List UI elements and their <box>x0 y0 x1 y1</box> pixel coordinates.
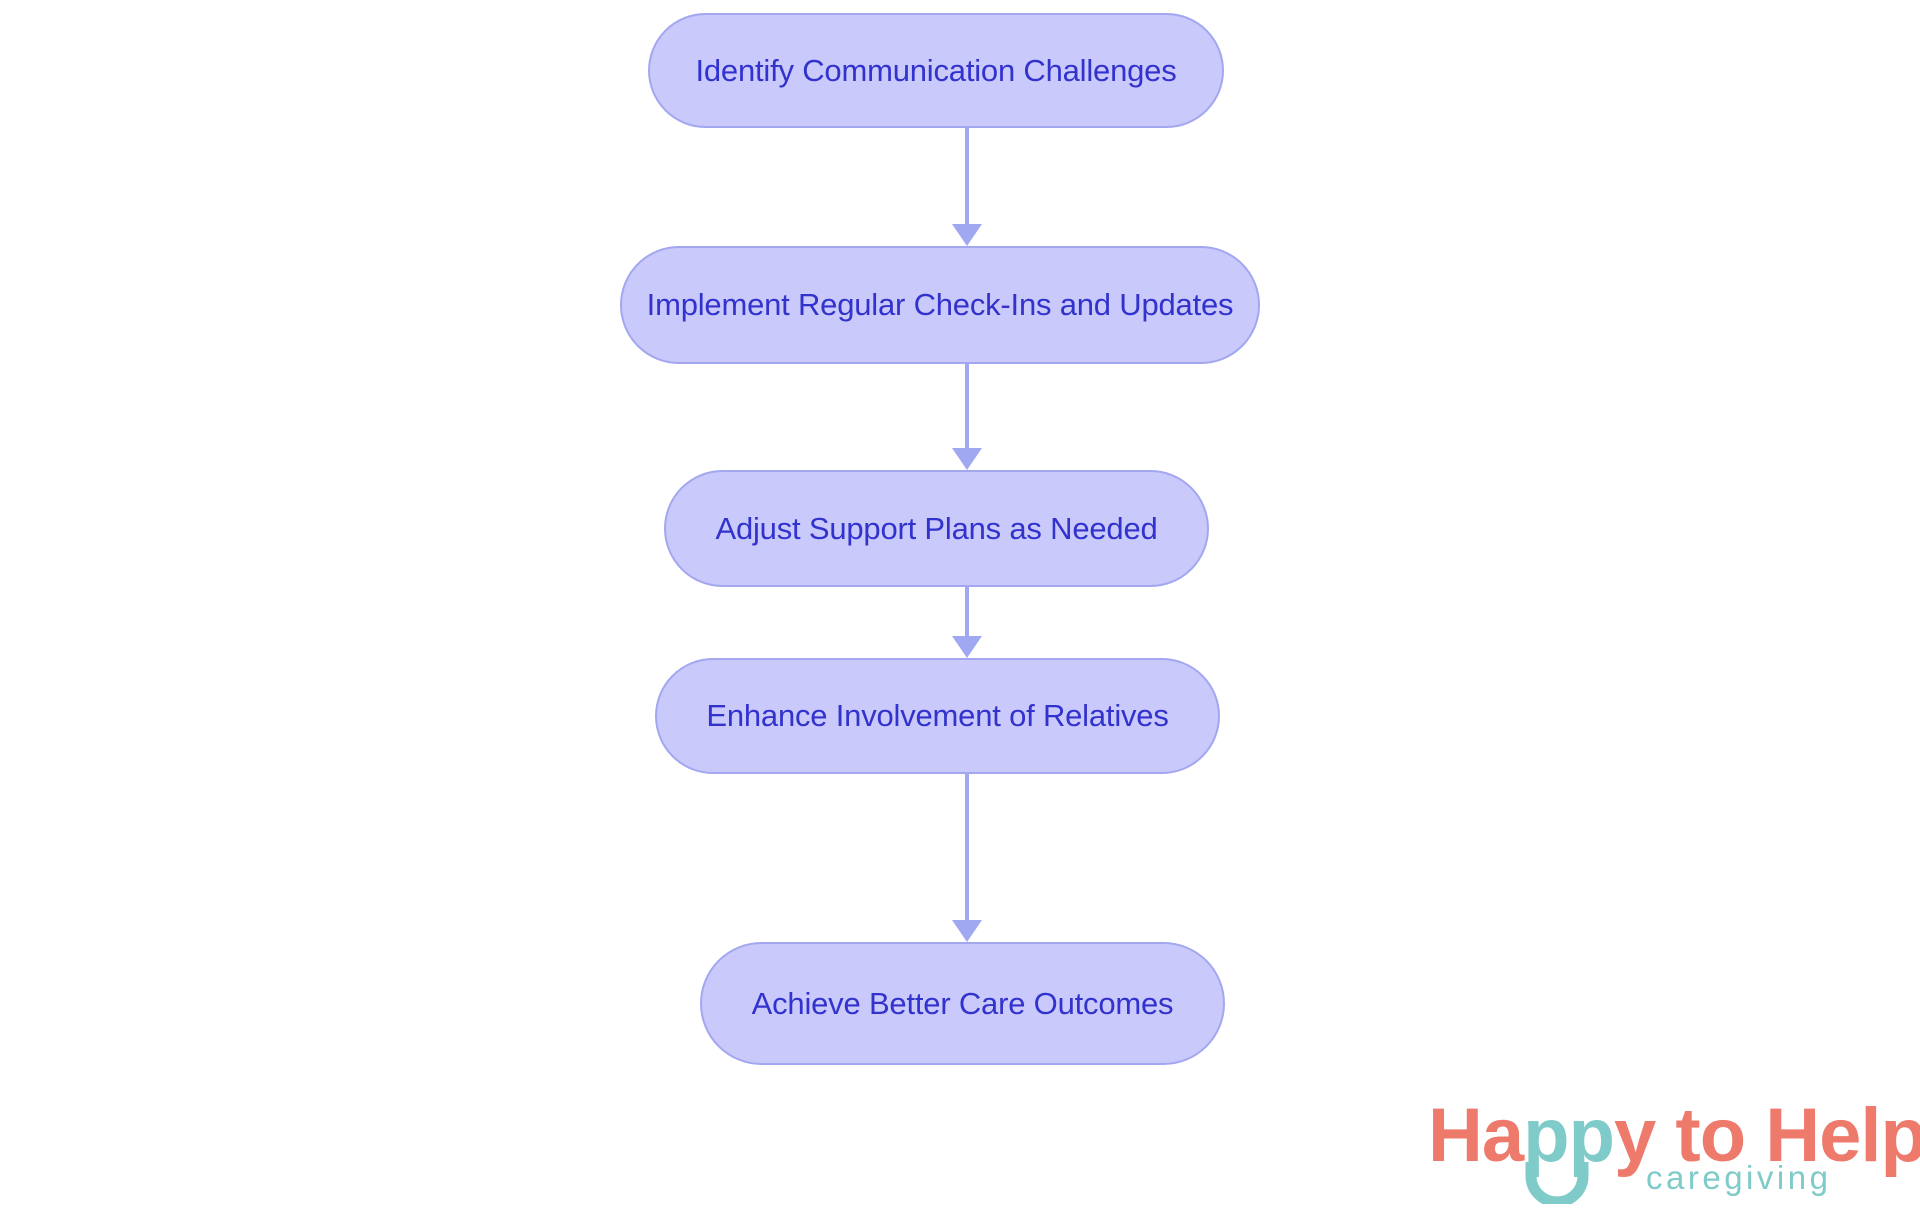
logo-text-y: y <box>1614 1093 1656 1178</box>
logo-wordmark: Happy to Help <box>1428 1098 1920 1174</box>
edge-line <box>965 774 969 920</box>
flow-node-achieve-better-care-outcomes[interactable]: Achieve Better Care Outcomes <box>700 942 1225 1065</box>
flow-node-identify-communication-challenges[interactable]: Identify Communication Challenges <box>648 13 1224 128</box>
smile-arc-icon <box>1525 1162 1589 1204</box>
flow-node-label: Adjust Support Plans as Needed <box>715 510 1158 546</box>
flow-node-enhance-involvement-of-relatives[interactable]: Enhance Involvement of Relatives <box>655 658 1220 774</box>
brand-logo: Happy to Help caregiving <box>1428 1098 1920 1208</box>
edge-line <box>965 587 969 636</box>
logo-subtitle: caregiving <box>1646 1159 1832 1196</box>
arrow-down-icon <box>952 920 982 942</box>
logo-text-ha: Ha <box>1428 1093 1524 1178</box>
arrow-down-icon <box>952 224 982 246</box>
logo-text-pp: pp <box>1523 1093 1615 1178</box>
arrow-down-icon <box>952 636 982 658</box>
logo-text-to-help: to Help <box>1655 1093 1920 1178</box>
arrow-down-icon <box>952 448 982 470</box>
edge-line <box>965 364 969 448</box>
flow-node-label: Implement Regular Check-Ins and Updates <box>646 287 1234 323</box>
flow-node-adjust-support-plans-as-needed[interactable]: Adjust Support Plans as Needed <box>664 470 1209 587</box>
flow-node-label: Achieve Better Care Outcomes <box>751 985 1174 1021</box>
flow-node-label: Identify Communication Challenges <box>695 52 1177 88</box>
edge-line <box>965 128 969 224</box>
flow-node-label: Enhance Involvement of Relatives <box>706 698 1169 734</box>
flow-node-implement-regular-check-ins-and-updates[interactable]: Implement Regular Check-Ins and Updates <box>620 246 1260 364</box>
